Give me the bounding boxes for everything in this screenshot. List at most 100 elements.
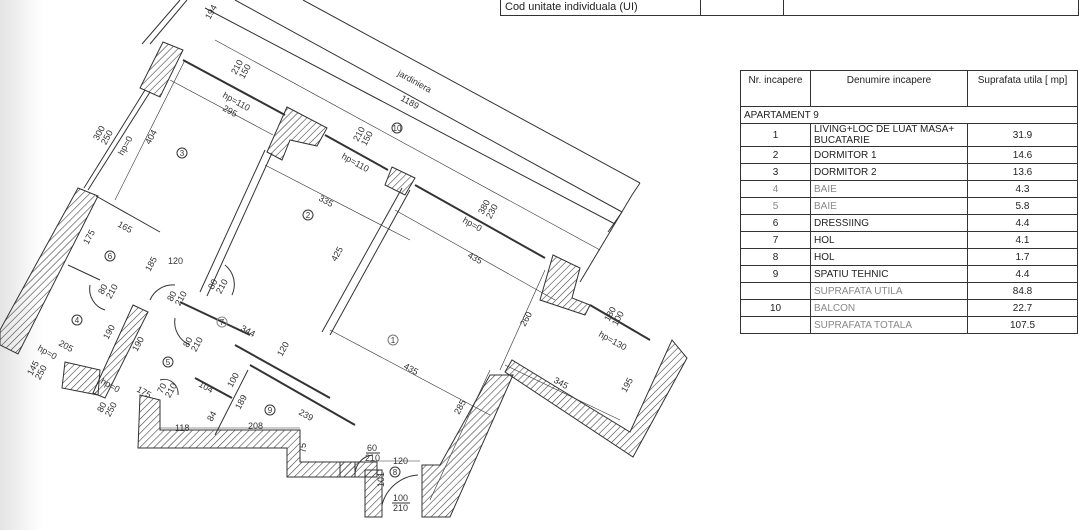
col-nr: Nr. incapere (740, 70, 811, 107)
dim: 435 (402, 361, 420, 377)
apartment-row: APARTAMENT 9 (740, 106, 1078, 124)
sill-height: hp=0 (461, 215, 484, 234)
dim: 208 (248, 421, 263, 431)
room-marker-9: 9 (264, 404, 276, 416)
apartment-label: APARTAMENT 9 (740, 106, 1078, 124)
subtotal-value: 84.8 (967, 282, 1078, 300)
svg-text:9: 9 (268, 406, 273, 415)
dim: 205 (57, 338, 75, 354)
dim: 344 (239, 323, 257, 339)
dim: 404 (143, 128, 159, 146)
svg-text:210: 210 (163, 381, 179, 399)
unit-code-value (701, 0, 784, 15)
sill-height: hp=130 (597, 329, 628, 352)
svg-text:100: 100 (393, 493, 408, 503)
svg-text:7: 7 (220, 318, 225, 327)
dim: 165 (116, 219, 134, 235)
svg-text:2: 2 (306, 211, 311, 220)
svg-text:10: 10 (393, 124, 402, 133)
col-area: Suprafata utila [ mp] (967, 70, 1078, 107)
svg-text:80: 80 (96, 282, 110, 296)
room-marker-2: 2 (302, 209, 314, 221)
unit-code-label: Cod unitate individuala (UI) (501, 0, 701, 15)
dim: 285 (452, 398, 468, 416)
room-area-table: Nr. incapere Denumire incapere Suprafata… (740, 70, 1078, 334)
total-value: 107.5 (967, 316, 1078, 334)
dim: 195 (619, 376, 635, 394)
dim: 75 (298, 443, 308, 453)
total-label: SUPRAFATA TOTALA (810, 316, 968, 334)
svg-text:6: 6 (108, 252, 113, 261)
room-marker-10: 10 (391, 122, 403, 134)
dim: 84 (205, 409, 219, 423)
dim: 104 (197, 379, 215, 395)
room-marker-4: 4 (71, 314, 83, 326)
dim: 1189 (399, 93, 421, 111)
dim: 190 (101, 323, 117, 341)
table-header: Nr. incapere Denumire incapere Suprafata… (740, 70, 1078, 107)
dim: 100 (225, 371, 241, 389)
svg-text:210: 210 (365, 453, 380, 463)
unit-code-extra (784, 0, 1079, 15)
dim: 175 (81, 228, 97, 246)
sill-height: hp=0 (116, 134, 135, 157)
dim: 335 (317, 193, 335, 209)
sill-height: hp=0 (36, 343, 59, 362)
room-marker-6: 6 (104, 250, 116, 262)
room-marker-8: 8 (389, 466, 401, 478)
svg-text:250: 250 (103, 400, 119, 418)
svg-text:5: 5 (166, 358, 171, 367)
svg-text:80: 80 (206, 277, 220, 291)
svg-text:60: 60 (367, 443, 377, 453)
svg-text:80: 80 (95, 400, 109, 414)
svg-text:1: 1 (391, 336, 396, 345)
dim: 239 (297, 407, 315, 423)
svg-text:4: 4 (75, 316, 80, 325)
room-marker-1: 1 (387, 334, 399, 346)
svg-text:80: 80 (165, 289, 179, 303)
dim: 120 (275, 340, 291, 358)
dim: 435 (466, 250, 484, 266)
svg-text:8: 8 (393, 468, 398, 477)
room-marker-5: 5 (162, 356, 174, 368)
svg-text:210: 210 (189, 335, 205, 353)
svg-text:210: 210 (214, 277, 230, 295)
dim: 120 (168, 256, 183, 266)
dim: 260 (518, 310, 534, 328)
svg-text:70: 70 (155, 381, 169, 395)
svg-text:210: 210 (104, 282, 120, 300)
room-marker-7: 7 (216, 316, 228, 328)
sill-height: hp=110 (340, 151, 371, 174)
dim: 194 (203, 3, 219, 21)
col-name: Denumire incapere (810, 70, 968, 107)
dim: 185 (143, 255, 159, 273)
floor-plan: jardiniera 1 2 3 4 5 6 7 8 9 10 194 295 … (0, 0, 688, 518)
walls (0, 41, 688, 518)
subtotal-label: SUPRAFATA UTILA (810, 282, 968, 300)
dim: 425 (329, 245, 345, 263)
svg-text:210: 210 (393, 503, 408, 513)
